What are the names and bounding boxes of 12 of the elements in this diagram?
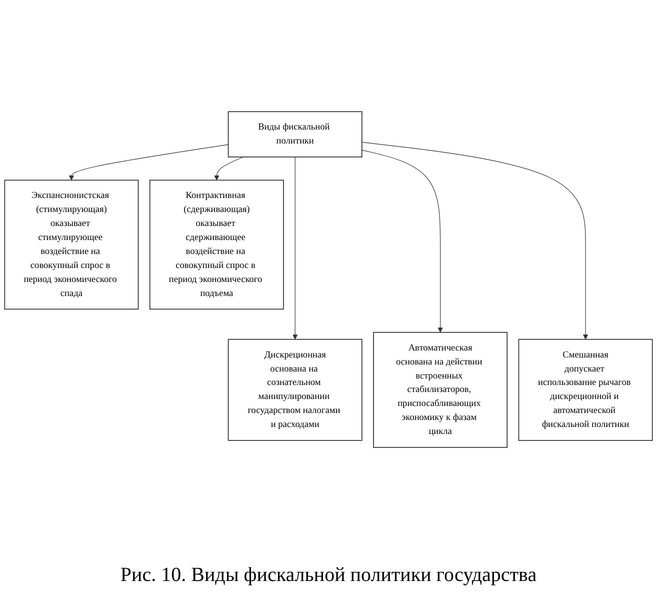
node-box: Контрактивная (сдерживающая) оказывает сдерживающее воздействие на совокупный спрос в период экономического подъема: [149, 180, 284, 310]
figure-caption: Рис. 10. Виды фискальной политики государства: [119, 564, 538, 587]
arrow: [214, 157, 244, 181]
arrow: [292, 157, 298, 340]
arrow: [362, 150, 443, 334]
node-box: Автоматическая основана на действии встроенных стабилизаторов, приспосабливающих экономику к фазам цикла: [373, 332, 508, 448]
arrow: [362, 142, 588, 340]
node-box: Виды фискальной политики: [228, 112, 362, 158]
arrow: [68, 144, 229, 181]
node-box: Дискреционная основана на сознательном манипулировании государством налогами и расходами: [228, 339, 362, 442]
node-box: Смешанная допускает использование рычагов дискреционной и автоматической фискальной политики: [518, 339, 653, 442]
node-box: Экспансионистская (стимулирующая) оказывает стимулирующее воздействие на совокупный спрос в период экономического спада: [4, 180, 139, 310]
